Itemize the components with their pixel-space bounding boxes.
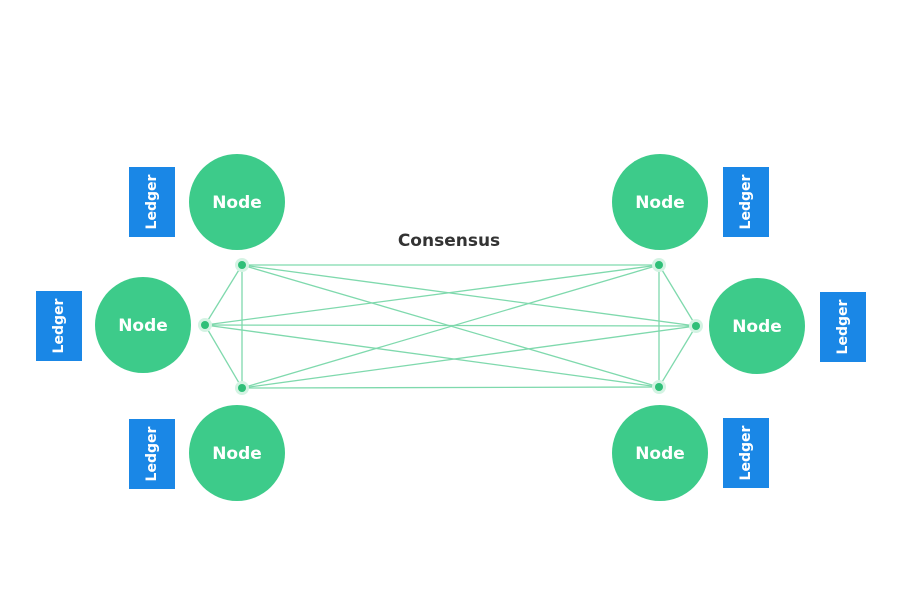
node-circle[interactable] [189,154,285,250]
ledger-box[interactable] [723,418,769,488]
ledger-label: Ledger [738,425,754,480]
node-group-right-bottom: Node Ledger [612,405,769,501]
connection-point [655,383,663,391]
ledger-label: Ledger [51,298,67,353]
node-label: Node [212,193,262,213]
ledger-label: Ledger [738,174,754,229]
ledger-box[interactable] [129,167,175,237]
connection-line [241,386,660,389]
connection-point [655,261,663,269]
connection-points [198,258,703,395]
connection-line [204,264,243,326]
node-circle[interactable] [612,405,708,501]
connection-point [201,321,209,329]
node-group-right-middle: Node Ledger [709,278,866,374]
consensus-mesh [204,264,697,389]
ledger-label: Ledger [144,174,160,229]
ledger-box[interactable] [820,292,866,362]
node-group-left-top: Ledger Node [129,154,285,250]
node-circle[interactable] [612,154,708,250]
connection-line [204,324,243,389]
ledger-box[interactable] [36,291,82,361]
node-circle[interactable] [189,405,285,501]
node-label: Node [732,317,782,337]
node-group-left-bottom: Ledger Node [129,405,285,501]
ledger-box[interactable] [723,167,769,237]
connection-line [241,325,697,389]
node-label: Node [212,444,262,464]
ledger-label: Ledger [835,299,851,354]
node-circle[interactable] [709,278,805,374]
connection-line [658,264,697,327]
connection-point [692,322,700,330]
diagram-title: Consensus [398,231,500,251]
connection-line [204,264,660,326]
connection-line [241,264,697,327]
connection-line [204,324,660,388]
connection-point [238,384,246,392]
node-group-right-top: Node Ledger [612,154,769,250]
connection-point [238,261,246,269]
node-circle[interactable] [95,277,191,373]
node-label: Node [118,316,168,336]
connection-line [204,324,697,327]
connection-line [241,264,660,389]
node-group-left-middle: Ledger Node [36,277,191,373]
node-label: Node [635,444,685,464]
node-label: Node [635,193,685,213]
ledger-label: Ledger [144,426,160,481]
connection-line [658,325,697,388]
ledger-box[interactable] [129,419,175,489]
